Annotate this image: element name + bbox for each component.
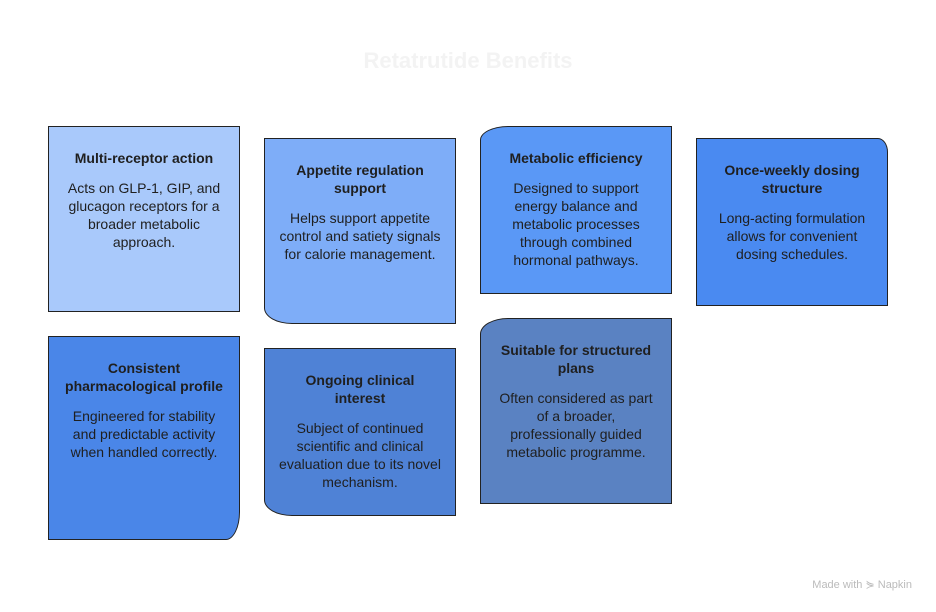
diagram-title: Retatrutide Benefits [363, 48, 573, 73]
card-title: Multi-receptor action [74, 150, 214, 166]
card-title: Ongoing clinical interest [305, 372, 415, 406]
card-text: Acts on GLP-1, GIP, and glucagon recepto… [67, 180, 221, 250]
card-text: Long-acting formulation allows for conve… [718, 210, 866, 262]
card-title: Appetite regulation support [296, 162, 424, 196]
card-title: Suitable for structured plans [500, 342, 652, 376]
made-with-napkin-footer[interactable]: Made with ⋟ Napkin [812, 579, 912, 591]
card-text: Helps support appetite control and satie… [279, 210, 441, 262]
card-text: Engineered for stability and predictable… [70, 408, 218, 460]
card-text: Designed to support energy balance and m… [512, 180, 640, 268]
card-title: Once-weekly dosing structure [724, 162, 860, 196]
card-title: Consistent pharmacological profile [65, 360, 223, 394]
card-text: Often considered as part of a broader, p… [499, 390, 653, 460]
card-title: Metabolic efficiency [509, 150, 643, 166]
card-text: Subject of continued scientific and clin… [279, 420, 441, 490]
